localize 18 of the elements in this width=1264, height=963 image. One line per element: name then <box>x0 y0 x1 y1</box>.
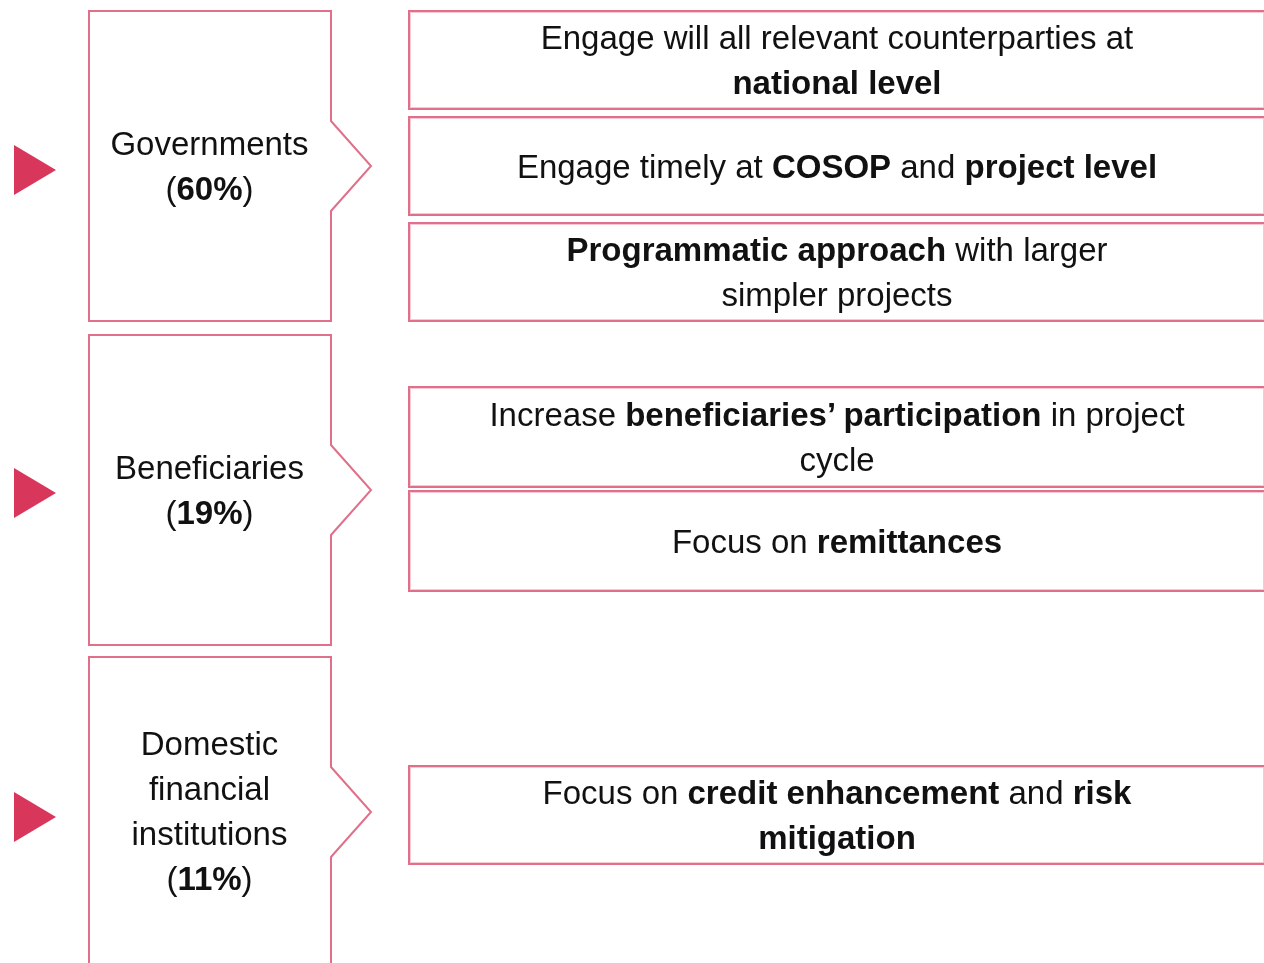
action-box <box>408 222 1264 322</box>
group-label: Governments (60%) <box>109 124 310 209</box>
action-box <box>408 386 1264 488</box>
action-box <box>408 765 1264 865</box>
action-text: Increase beneficiaries’ participation in project cycle <box>488 395 1186 480</box>
action-text: Programmatic approach with larger simpler projects <box>565 230 1109 315</box>
action-text: Focus on remittances <box>670 521 1004 562</box>
action-box <box>408 116 1264 216</box>
chevron-box <box>88 334 373 646</box>
group-label: Beneficiaries (19%) <box>114 448 305 533</box>
group-label: Domestic financial institutions (11%) <box>130 724 289 899</box>
action-text: Focus on credit enhancement and risk mitigation <box>541 773 1133 858</box>
action-box <box>408 10 1264 110</box>
chevron-box <box>88 656 373 963</box>
chevron-box <box>88 10 373 322</box>
action-text: Engage will all relevant counterparties at national level <box>539 18 1135 103</box>
action-text: Engage timely at COSOP and project level <box>515 146 1159 187</box>
action-box <box>408 490 1264 592</box>
